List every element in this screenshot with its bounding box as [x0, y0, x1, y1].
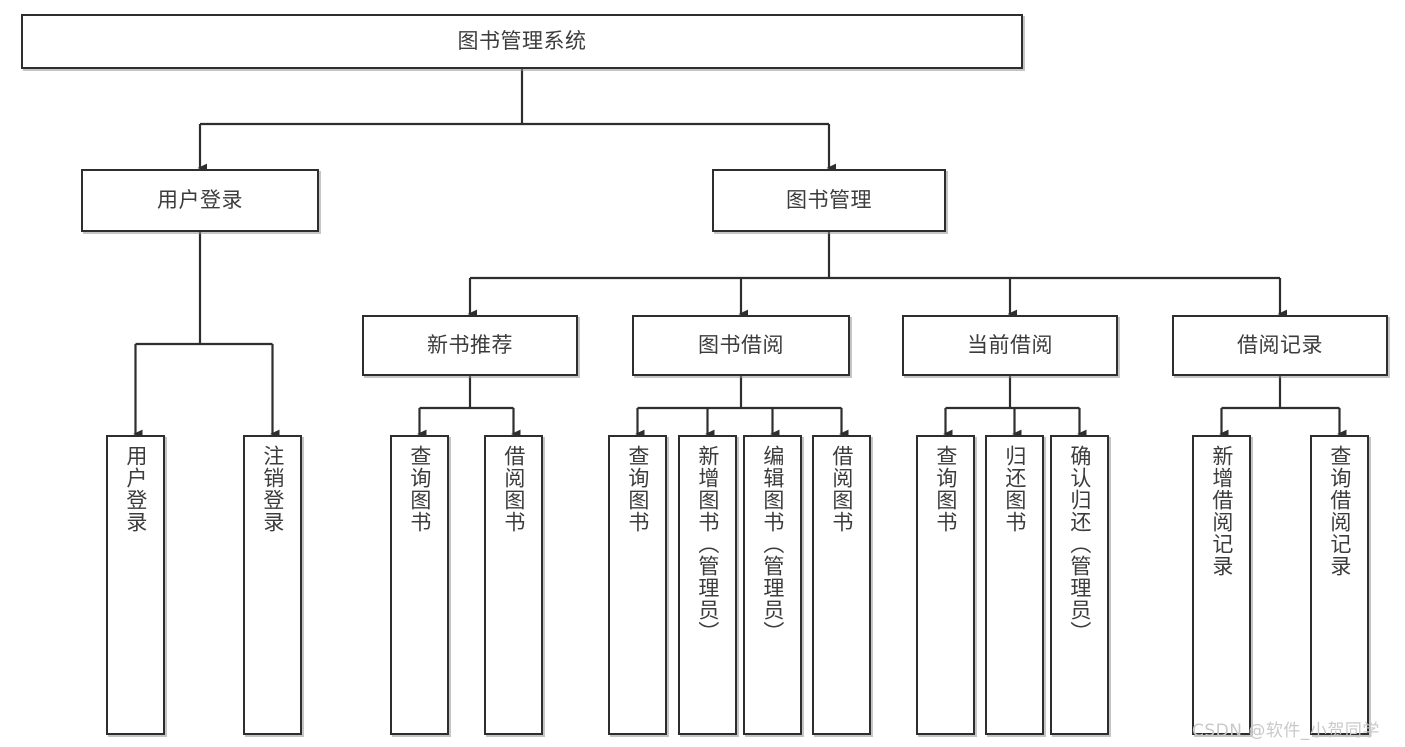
node-label: 查询借阅记录	[1327, 445, 1352, 577]
node-label: 借阅图书	[829, 445, 854, 533]
node-leaf-user-login[interactable]: 用户登录	[106, 435, 165, 735]
node-label: 借阅图书	[501, 445, 526, 533]
node-current-borrow[interactable]: 当前借阅	[902, 315, 1118, 376]
node-label: 当前借阅	[967, 332, 1053, 357]
node-label: 确认归还（管理员）	[1067, 445, 1092, 643]
node-label: 图书管理	[786, 187, 872, 212]
node-label: 编辑图书（管理员）	[760, 445, 785, 643]
node-label: 新书推荐	[427, 332, 513, 357]
node-label: 图书管理系统	[457, 28, 587, 53]
node-label: 查询图书	[933, 445, 958, 533]
node-book-borrow[interactable]: 图书借阅	[632, 315, 850, 376]
node-leaf-query-book-1[interactable]: 查询图书	[390, 435, 449, 735]
node-root[interactable]: 图书管理系统	[21, 14, 1023, 69]
node-label: 图书借阅	[698, 332, 784, 357]
node-leaf-edit-book[interactable]: 编辑图书（管理员）	[743, 435, 802, 735]
node-label: 用户登录	[157, 187, 243, 212]
node-label: 注销登录	[260, 445, 285, 533]
node-leaf-add-record[interactable]: 新增借阅记录	[1192, 435, 1251, 735]
node-new-book-recommend[interactable]: 新书推荐	[362, 315, 578, 376]
node-label: 新增借阅记录	[1209, 445, 1234, 577]
node-book-management[interactable]: 图书管理	[712, 169, 946, 232]
node-leaf-borrow-book-1[interactable]: 借阅图书	[484, 435, 543, 735]
node-leaf-return-book[interactable]: 归还图书	[985, 435, 1044, 735]
node-leaf-query-book-3[interactable]: 查询图书	[916, 435, 975, 735]
node-user-login[interactable]: 用户登录	[81, 169, 319, 232]
node-label: 用户登录	[123, 445, 148, 533]
node-leaf-query-record[interactable]: 查询借阅记录	[1310, 435, 1369, 735]
node-label: 新增图书（管理员）	[695, 445, 720, 643]
node-leaf-user-logout[interactable]: 注销登录	[243, 435, 302, 735]
node-leaf-confirm-return[interactable]: 确认归还（管理员）	[1050, 435, 1109, 735]
node-leaf-borrow-book-2[interactable]: 借阅图书	[812, 435, 871, 735]
node-label: 查询图书	[625, 445, 650, 533]
connector-group	[133, 69, 1347, 439]
node-label: 归还图书	[1002, 445, 1027, 533]
node-leaf-query-book-2[interactable]: 查询图书	[608, 435, 667, 735]
node-label: 借阅记录	[1237, 332, 1323, 357]
node-leaf-add-book[interactable]: 新增图书（管理员）	[678, 435, 737, 735]
node-borrow-record[interactable]: 借阅记录	[1172, 315, 1388, 376]
node-label: 查询图书	[407, 445, 432, 533]
